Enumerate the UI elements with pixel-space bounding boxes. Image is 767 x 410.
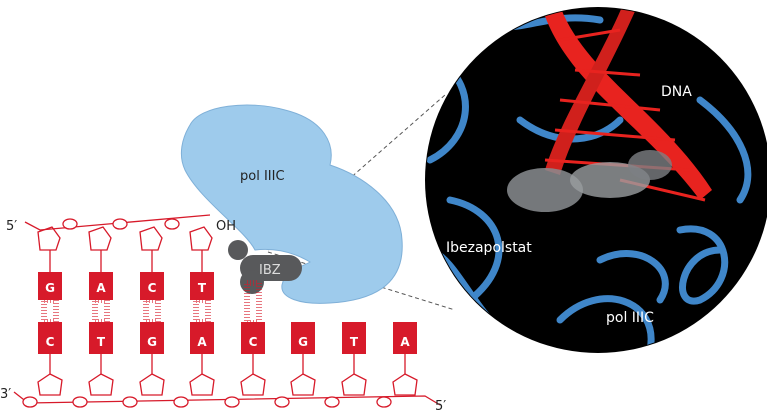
inset-pol-iiic-label: pol IIIC — [606, 310, 654, 326]
zoom-line-top — [267, 94, 446, 251]
base-T — [342, 322, 366, 354]
hydrogen-bond-ibz — [244, 280, 262, 326]
base-C — [140, 272, 164, 300]
base-label: T — [97, 335, 106, 349]
base-label: C — [148, 281, 157, 295]
ibz-molecule — [228, 240, 302, 294]
base-label: T — [350, 335, 359, 349]
sugar — [37, 226, 61, 251]
sugar — [139, 373, 165, 396]
base-C — [38, 322, 62, 354]
phosphate — [72, 396, 88, 408]
ibz-label: IBZ — [259, 263, 281, 278]
base-label: C — [46, 335, 55, 349]
base-G — [291, 322, 315, 354]
structure-inset: DNA Ibezapolstat pol IIIC — [425, 7, 767, 353]
hydrogen-bond — [92, 297, 110, 325]
phosphate — [173, 396, 189, 408]
dna-strands: G A C T C T G A C G T A — [13, 214, 441, 408]
base-label: C — [249, 335, 258, 349]
base-A — [190, 322, 214, 354]
sugar — [37, 373, 63, 396]
inset-dna-label: DNA — [661, 84, 692, 100]
ibezapolstat-surface — [507, 150, 672, 212]
base-label: G — [298, 335, 308, 349]
sugar — [88, 226, 112, 251]
five-prime-top-label: 5′ — [6, 219, 17, 234]
sugar — [341, 373, 367, 396]
phosphate — [224, 396, 240, 408]
base-label: A — [96, 281, 106, 295]
base-A — [393, 322, 417, 354]
phosphate — [164, 218, 180, 230]
base-label: G — [45, 281, 55, 295]
five-prime-bottom-label: 5′ — [435, 399, 446, 410]
top-backbone — [24, 214, 211, 231]
phosphate — [112, 218, 128, 230]
oh-label: OH — [216, 219, 236, 234]
sugar — [290, 373, 316, 396]
phosphate — [274, 396, 290, 408]
hydrogen-bond — [193, 297, 211, 325]
base-G — [38, 272, 62, 300]
sugar — [240, 373, 266, 396]
base-label: G — [147, 335, 157, 349]
base-label: A — [197, 335, 207, 349]
base-T — [89, 322, 113, 354]
phosphate — [22, 396, 38, 408]
sugar — [88, 373, 114, 396]
phosphate — [122, 396, 138, 408]
base-label: T — [198, 281, 207, 295]
base-A — [89, 272, 113, 300]
base-T — [190, 272, 214, 300]
base-C — [241, 322, 265, 354]
zoom-line-bottom — [267, 251, 456, 311]
hydrogen-bond — [41, 297, 59, 325]
phosphate — [376, 396, 392, 408]
base-G — [140, 322, 164, 354]
sugar — [139, 226, 163, 251]
three-prime-bottom-label: 3′ — [0, 387, 11, 402]
sugar — [189, 226, 213, 251]
sugar — [189, 373, 215, 396]
phosphate — [62, 218, 78, 230]
sugar — [392, 373, 418, 396]
inset-ibezapolstat-label: Ibezapolstat — [446, 240, 532, 256]
phosphate — [324, 396, 340, 408]
pol-iiic-shape — [180, 104, 403, 304]
hydrogen-bond — [143, 297, 161, 325]
base-label: A — [400, 335, 410, 349]
pol-iiic-label: pol IIIC — [240, 169, 285, 184]
